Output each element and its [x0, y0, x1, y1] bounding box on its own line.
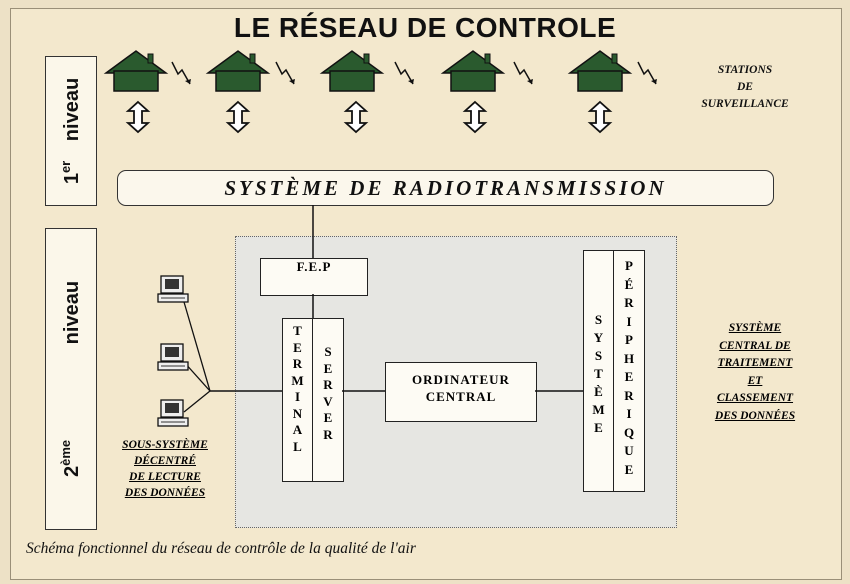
central-line: TRAITEMENT [717, 357, 793, 369]
terminal-server-divider [312, 319, 313, 481]
systeme-letter: M [592, 402, 605, 417]
systeme-letter: Y [593, 330, 604, 345]
subsystem-line: DÉCENTRÉ [134, 455, 196, 467]
station-4 [442, 50, 534, 133]
terminal-letter: R [292, 356, 303, 371]
subsystem-line: SOUS-SYSTÈME [122, 439, 208, 451]
server-letter: V [323, 393, 333, 409]
lightning-icon [275, 61, 296, 85]
ordinateur-line: ORDINATEUR [412, 372, 510, 387]
house-icon [207, 50, 269, 92]
subsystem-line: DES DONNÉES [124, 487, 206, 499]
systeme-letter: E [594, 420, 603, 435]
peripherique-divider [613, 251, 614, 491]
systeme-letter: T [594, 366, 603, 381]
terminal-letter: M [291, 372, 304, 388]
fep-box: F.E.P [260, 258, 368, 296]
systeme-letter: È [594, 384, 603, 399]
diagram-title: LE RÉSEAU DE CONTROLE [233, 12, 617, 43]
radiotransmission-box: SYSTÈME DE RADIOTRANSMISSION [117, 170, 774, 206]
terminal-letter: E [293, 339, 302, 355]
station-1 [105, 50, 192, 133]
terminal-letter: T [293, 323, 302, 338]
lightning-icon [637, 61, 658, 85]
lightning-icon [513, 61, 534, 85]
central-line: ET [747, 374, 763, 387]
terminal-letter: I [294, 389, 301, 404]
terminal-letter: L [293, 438, 302, 454]
double-arrow-icon [227, 101, 249, 133]
double-arrow-icon [589, 101, 611, 133]
level-1-box: 1er niveau [45, 56, 97, 206]
central-processing-label: SYSTÈME CENTRAL DE TRAITEMENT ET CLASSEM… [695, 320, 815, 425]
diagram-caption: Schéma fonctionnel du réseau de contrôle… [26, 540, 416, 557]
peripherique-letter: I [626, 406, 632, 421]
station-2 [207, 50, 296, 133]
stations-line: STATIONS [717, 64, 773, 76]
central-line: CLASSEMENT [716, 392, 794, 404]
lightning-icon [394, 61, 415, 85]
stations-line: DE [737, 81, 753, 93]
level-2-box: 2ème niveau [45, 228, 97, 530]
pc-1-link [183, 301, 211, 392]
server-letter: R [323, 377, 333, 392]
terminal-letter: N [292, 405, 303, 421]
subsystem-line: DE LECTURE [129, 471, 201, 483]
house-icon [105, 50, 167, 92]
peripherique-letter: Q [623, 424, 635, 440]
house-icon [569, 50, 631, 92]
central-line: SYSTÈME [728, 322, 782, 334]
terminal-letter: A [292, 422, 303, 437]
peripherique-letter: R [624, 295, 634, 310]
station-5 [569, 50, 658, 133]
peripherique-letter: E [624, 461, 634, 477]
pc-3-link [183, 390, 211, 413]
peripherique-letter: R [624, 387, 634, 403]
double-arrow-icon [345, 101, 367, 133]
house-icon [321, 50, 383, 92]
systeme-letter: S [594, 312, 603, 327]
server-letter: E [323, 410, 333, 425]
central-line: DES DONNÉES [714, 409, 796, 422]
ordinateur-line: CENTRAL [425, 389, 497, 404]
ordinateur-central-box: ORDINATEUR CENTRAL [385, 362, 537, 422]
double-arrow-icon [464, 101, 486, 133]
server-letter: E [323, 360, 333, 376]
lightning-icon [171, 61, 192, 85]
peripherique-letter: H [623, 350, 635, 366]
double-arrow-icon [127, 101, 149, 133]
systeme-letter: S [594, 348, 603, 363]
computer-icon [157, 275, 189, 303]
house-icon [442, 50, 504, 92]
subsystem-label: SOUS-SYSTÈME DÉCENTRÉ DE LECTURE DES DON… [105, 437, 225, 501]
server-letter: R [323, 426, 333, 442]
computer-icon [157, 399, 189, 427]
computer-icon [157, 343, 189, 371]
server-letter: S [324, 344, 332, 359]
central-line: CENTRAL DE [719, 339, 791, 352]
peripherique-letter: I [626, 313, 632, 329]
stations-label: STATIONS DE SURVEILLANCE [680, 62, 810, 113]
peripherique-letter: É [624, 276, 634, 292]
peripherique-letter: U [624, 443, 634, 458]
stations-line: SURVEILLANCE [701, 98, 789, 110]
peripherique-letter: P [625, 258, 633, 273]
station-3 [321, 50, 415, 133]
peripherique-letter: P [625, 332, 633, 347]
peripherique-letter: E [624, 369, 634, 384]
